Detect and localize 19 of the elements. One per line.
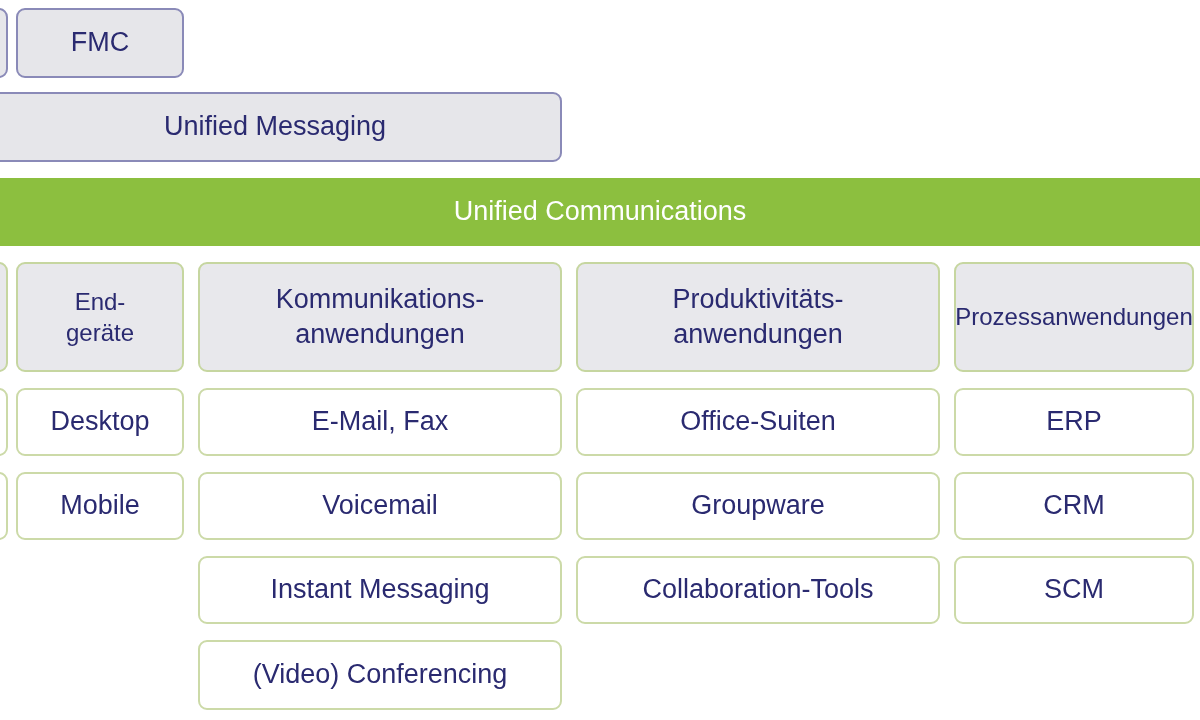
application-box: ERP: [954, 388, 1194, 456]
banner-bar: Unified Communications: [0, 178, 1200, 246]
application-box: SCM: [954, 556, 1194, 624]
application-box: CRM: [954, 472, 1194, 540]
category-box: Kommunikations-anwendungen: [198, 262, 562, 372]
category-box: Prozessanwendungen: [954, 262, 1194, 372]
application-box: Voicemail: [198, 472, 562, 540]
category-box: Produktivitäts-anwendungen: [576, 262, 940, 372]
application-box: (Video) Conferencing: [198, 640, 562, 710]
application-box: Collaboration-Tools: [576, 556, 940, 624]
category-box: End-geräte: [16, 262, 184, 372]
application-box: Mobile: [16, 472, 184, 540]
layer-box: FMC: [16, 8, 184, 78]
application-box: E-Mail, Fax: [198, 388, 562, 456]
application-box: Instant Messaging: [198, 556, 562, 624]
application-box: Groupware: [576, 472, 940, 540]
application-box: Office-Suiten: [576, 388, 940, 456]
layer-box: Unified Messaging: [0, 92, 562, 162]
application-box: Desktop: [16, 388, 184, 456]
